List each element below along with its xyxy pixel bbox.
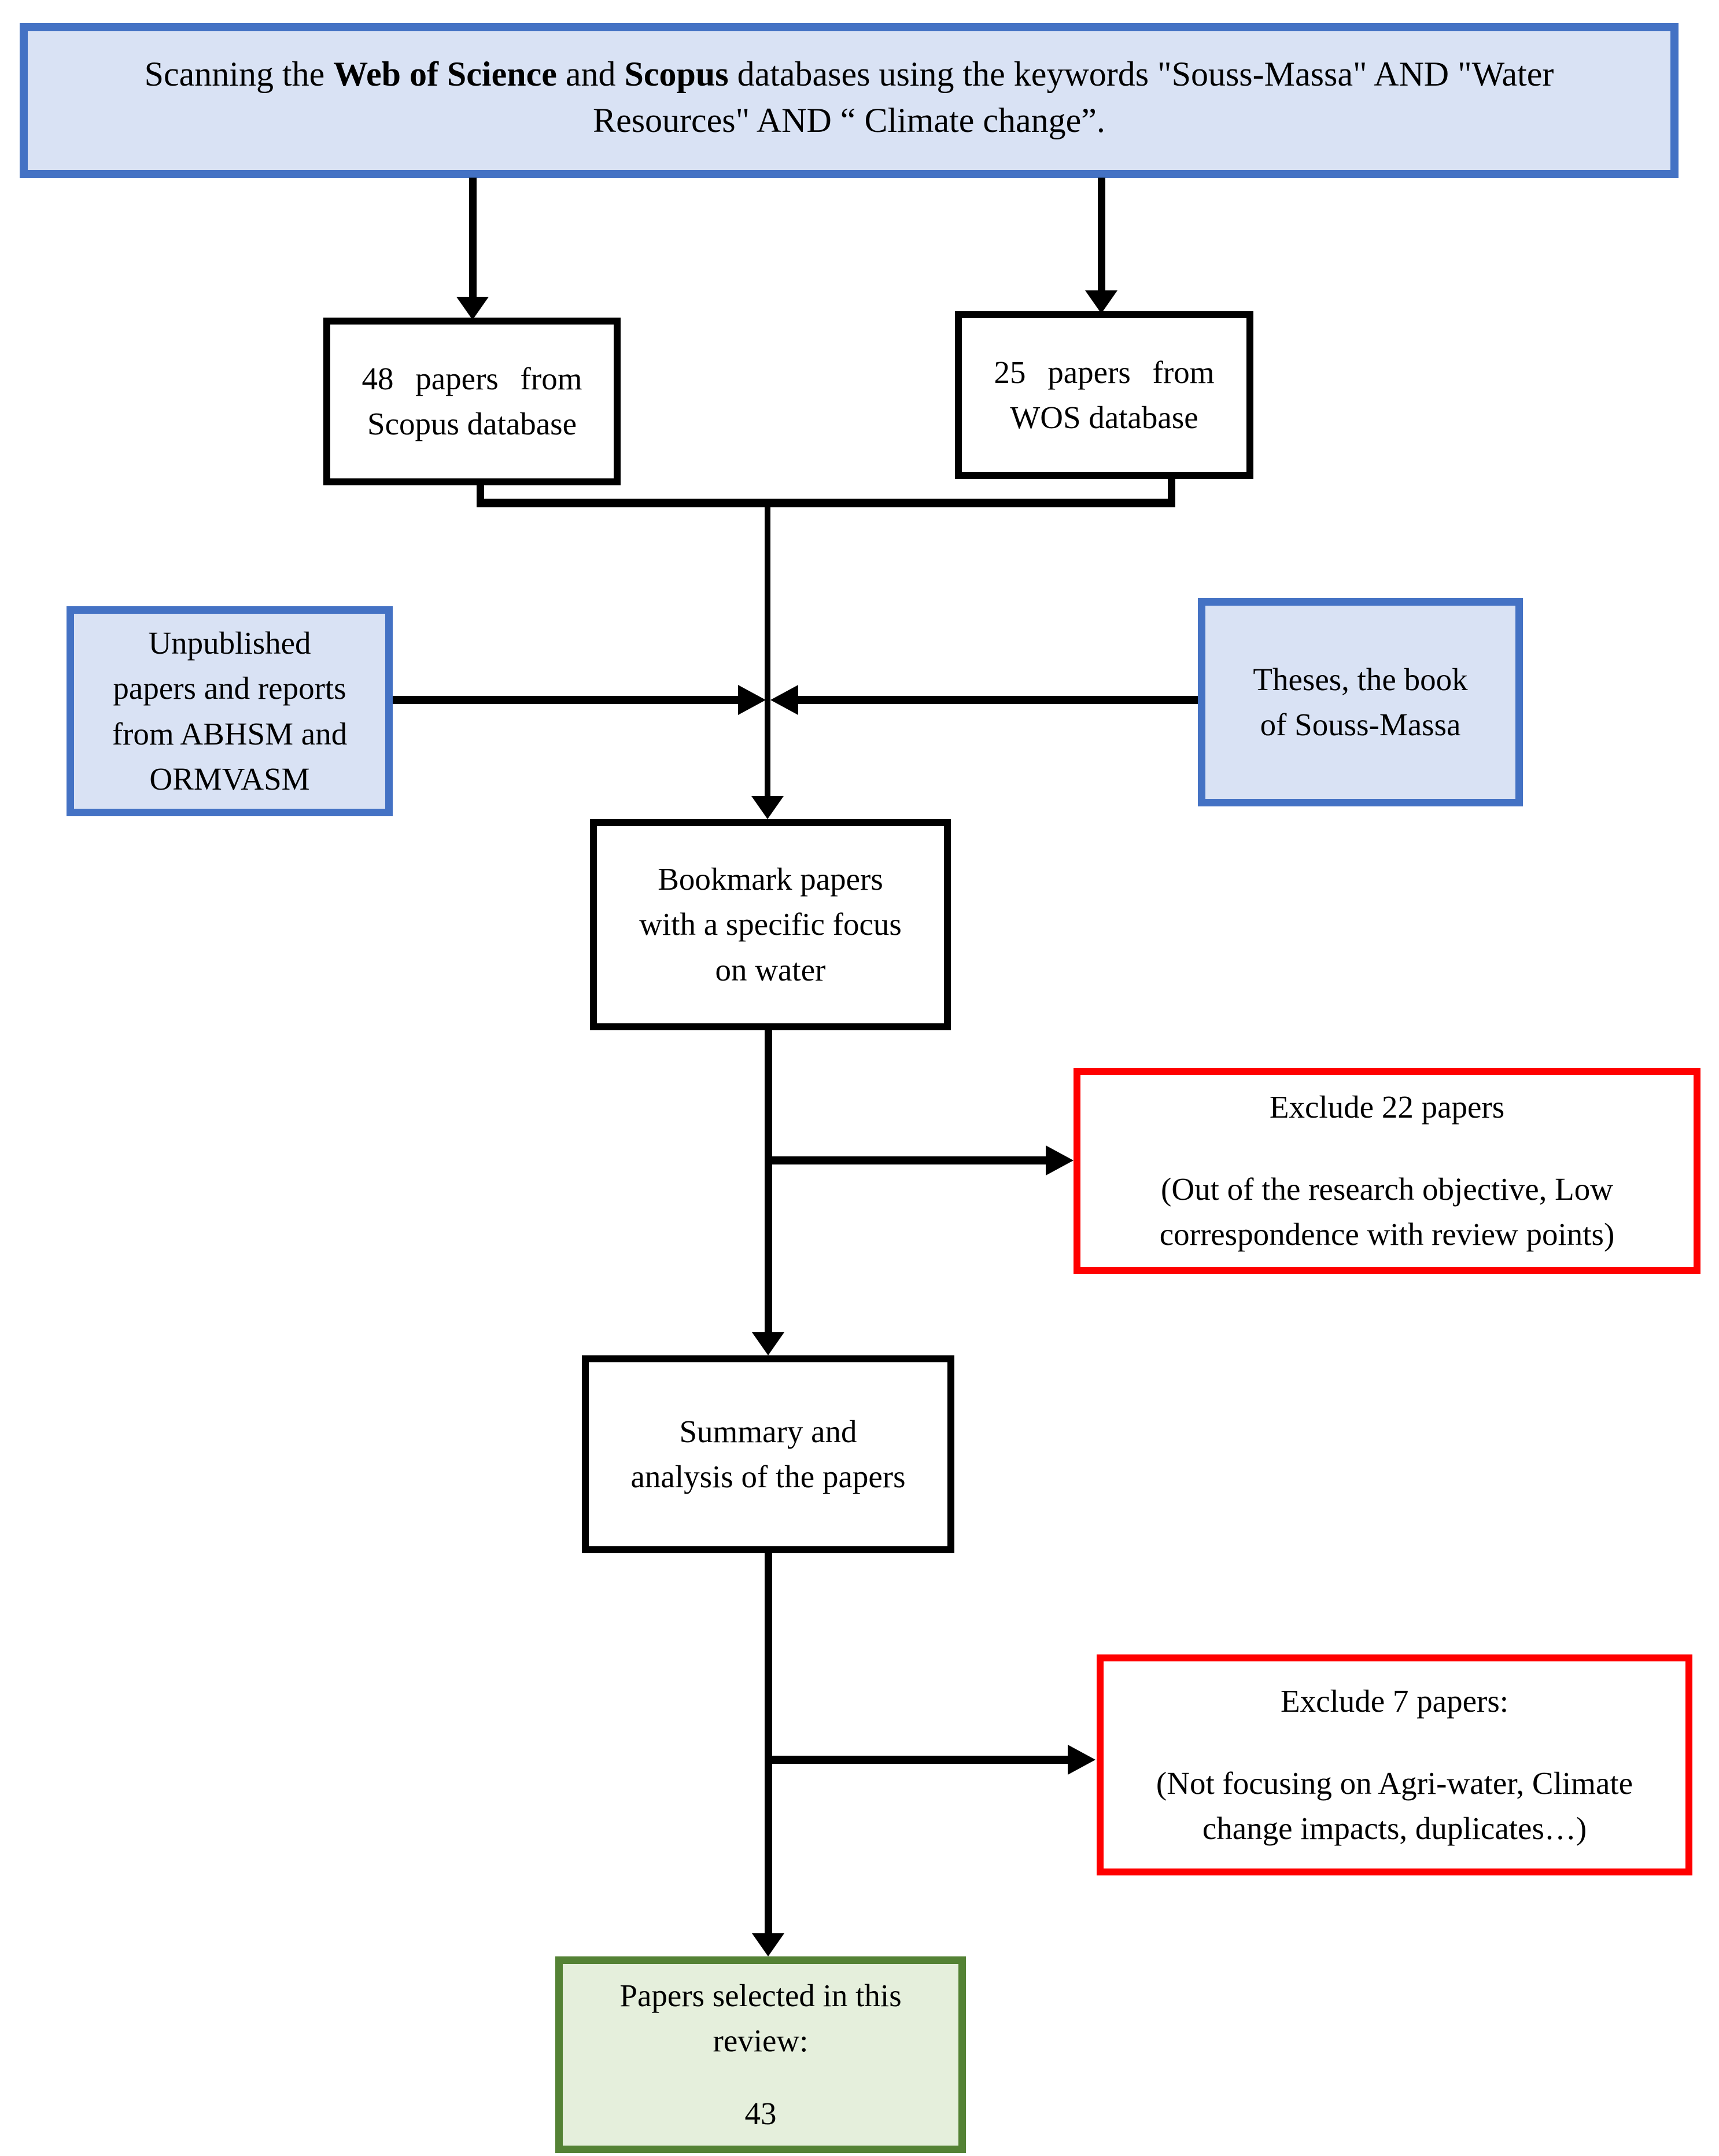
summary-analysis-box: Summary and analysis of the papers [582,1355,954,1553]
unpublished-line-3: from ABHSM and [112,716,348,751]
bookmark-papers-box: Bookmark papers with a specific focus on… [590,819,951,1030]
connector-to-exclude7 [770,1756,1069,1764]
wos-count-line-2: WOS database [1010,400,1198,435]
arrowhead-down-scopus [456,297,489,320]
connector-merge-to-bookmark [765,507,770,796]
arrowhead-down-wos [1085,290,1117,314]
summary-line-2: analysis of the papers [630,1459,906,1494]
theses-line-2: of Souss-Massa [1260,707,1461,742]
summary-line-1: Summary and [679,1413,857,1449]
unpublished-line-4: ORMVASM [149,761,310,797]
wos-count-line-1: 25 papers from [994,354,1215,390]
search-scope-box: Scanning the Web of Science and Scopus d… [20,23,1679,178]
theses-sources-box: Theses, the book of Souss-Massa [1198,598,1523,806]
arrowhead-down-selected [752,1933,784,1956]
search-scope-line-1: Scanning the Web of Science and Scopus d… [145,51,1554,97]
scopus-count-line-2: Scopus database [367,406,577,441]
connector-search-to-scopus [469,178,477,297]
bookmark-line-2: with a specific focus [639,906,902,942]
exclude-22-body: (Out of the research objective, Low corr… [1159,1171,1615,1252]
unpublished-line-1: Unpublished [148,625,311,661]
exclude-7-box: Exclude 7 papers: (Not focusing on Agri-… [1097,1654,1692,1875]
connector-search-to-wos [1098,178,1105,290]
arrowhead-down-summary [752,1332,784,1355]
theses-line-1: Theses, the book [1253,661,1468,697]
connector-merge-line [477,499,1175,507]
arrowhead-right-exclude7 [1068,1745,1095,1775]
exclude-7-heading: Exclude 7 papers: [1280,1683,1509,1719]
scopus-count-box: 48 papers from Scopus database [323,318,621,485]
arrowhead-left-center [770,685,798,715]
text-segment: databases using the keywords "Souss-Mass… [728,55,1554,93]
connector-unpublished-to-center [393,696,740,704]
exclude-22-box: Exclude 22 papers (Out of the research o… [1074,1068,1700,1274]
exclude-22-heading: Exclude 22 papers [1269,1089,1505,1125]
text-segment: Scanning the [144,55,334,93]
selected-line-1: Papers selected in this [619,1977,902,2013]
unpublished-line-2: papers and reports [113,670,346,706]
text-segment: and [556,55,625,93]
search-scope-line-2: Resources" AND “ Climate change”. [593,101,1105,139]
arrowhead-right-exclude22 [1046,1145,1074,1175]
scopus-count-line-1: 48 papers from [361,360,582,396]
bookmark-line-1: Bookmark papers [658,861,883,897]
bold-text-segment: Scopus [624,55,729,93]
connector-theses-to-center [797,696,1198,704]
selected-count: 43 [744,2096,777,2132]
connector-bookmark-to-summary [765,1030,772,1332]
arrowhead-down-bookmark [751,796,784,819]
unpublished-sources-box: Unpublished papers and reports from ABHS… [67,606,393,816]
wos-count-box: 25 papers from WOS database [955,311,1253,479]
bookmark-line-3: on water [715,952,826,987]
exclude-7-body: (Not focusing on Agri-water, Climate cha… [1156,1765,1633,1847]
selected-line-2: review: [713,2022,809,2058]
selected-papers-box: Papers selected in this review: 43 [555,1956,966,2153]
connector-summary-to-selected [765,1553,772,1933]
connector-to-exclude22 [770,1156,1047,1164]
bold-text-segment: Web of Science [333,55,557,93]
arrowhead-right-center [738,685,766,715]
